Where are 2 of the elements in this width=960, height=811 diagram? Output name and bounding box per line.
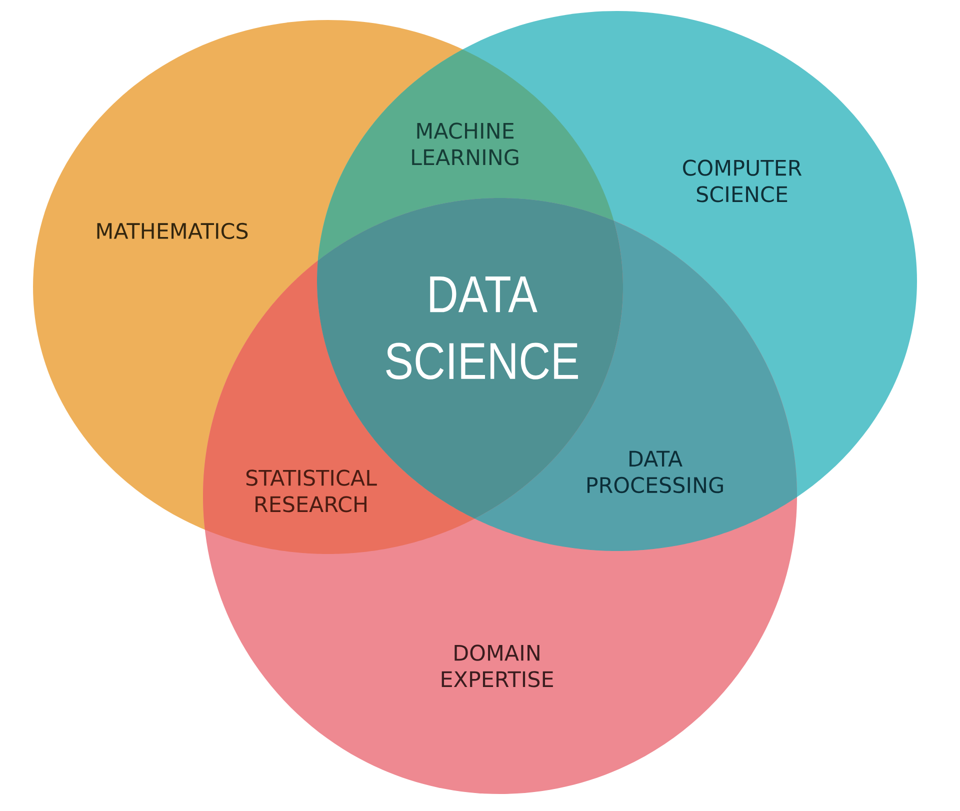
venn-label: MACHINE LEARNING xyxy=(412,122,518,166)
venn-label: DATA SCIENCE xyxy=(386,276,578,380)
